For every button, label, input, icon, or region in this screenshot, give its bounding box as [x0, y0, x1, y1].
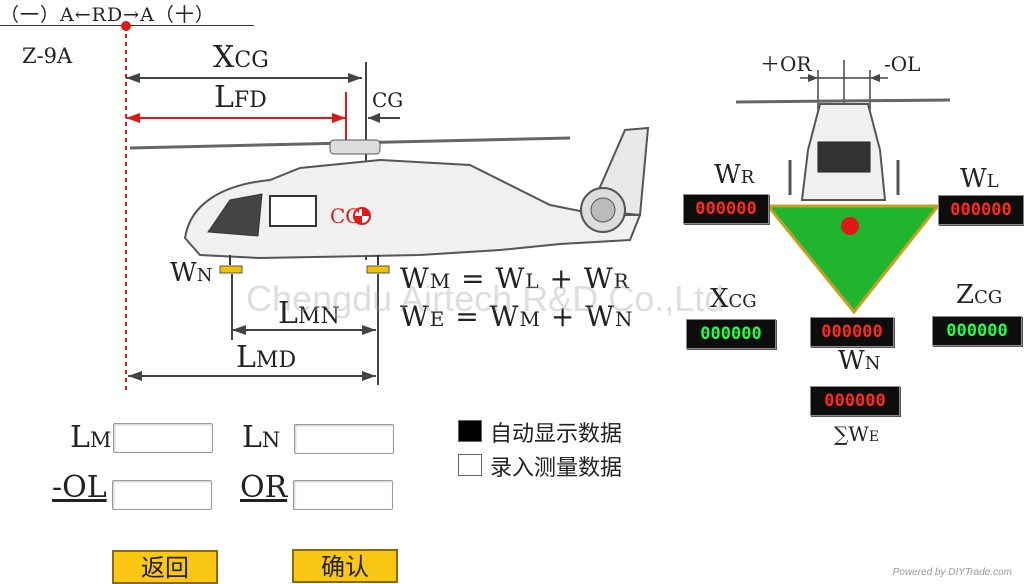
balance-triangle — [764, 204, 942, 315]
wl-value-display: 000000 — [938, 195, 1024, 225]
auto-display-label: 自动显示数据 — [490, 422, 623, 447]
watermark: Chengdu Airtech R&D Co.,Ltd — [246, 278, 725, 319]
minus-ol-input[interactable] — [112, 480, 212, 510]
lmn-label: LMN — [278, 296, 340, 331]
wn-top-value-display: 000000 — [810, 317, 894, 347]
wr-label: WR — [714, 160, 755, 190]
lfd-label: LFD — [214, 80, 267, 115]
minus-ol-label: -OL — [884, 52, 921, 76]
side-view-diagram — [121, 21, 650, 390]
cg-ball — [841, 217, 859, 235]
lm-input[interactable] — [113, 423, 213, 453]
auto-display-toggle[interactable] — [458, 420, 482, 442]
manual-entry-label: 录入测量数据 — [490, 456, 623, 481]
minus-ol-input-label: -OL — [52, 470, 107, 505]
wn-side-label: WN — [170, 258, 213, 288]
wn-front-label: WN — [838, 346, 881, 376]
zcg-label: ZCG — [956, 280, 1003, 310]
datum-point — [121, 21, 131, 31]
xcg-label: XCG — [213, 40, 269, 75]
fuselage — [183, 158, 642, 260]
zcg-value-display: 000000 — [932, 316, 1022, 346]
formula-we: WE = WM + WN — [400, 300, 634, 333]
model-label: Z-9A — [22, 44, 73, 68]
front-rotor — [735, 98, 951, 104]
xcg-front-label: XCG — [710, 284, 757, 314]
xcg-value-display: 000000 — [686, 319, 776, 349]
front-view-diagram — [735, 60, 951, 315]
or-input[interactable] — [293, 480, 393, 510]
lmd-label: LMD — [236, 340, 297, 375]
cg-body-label: CG — [330, 204, 362, 228]
wr-value-display: 000000 — [683, 194, 769, 224]
main-gear-pad — [366, 265, 390, 274]
wl-label: WL — [960, 164, 999, 194]
footer-watermark: Powered by DIYTrade.com — [892, 567, 1012, 578]
wn-value-display: 000000 — [810, 386, 900, 416]
formula-wm: WM = WL + WR — [400, 262, 630, 295]
back-button[interactable]: 返回 — [112, 550, 218, 584]
direction-header: （一）A←RD→A（十） — [0, 4, 215, 26]
lm-input-label: LM — [70, 420, 112, 455]
sum-we-label: ∑WE — [834, 422, 880, 446]
nose-gear-pad — [219, 265, 243, 274]
plus-or-label: ＋OR — [760, 52, 812, 76]
ln-input-label: LN — [242, 420, 281, 455]
confirm-button[interactable]: 确认 — [292, 549, 398, 583]
manual-entry-toggle[interactable] — [458, 454, 482, 476]
or-input-label: OR — [240, 470, 288, 505]
ln-input[interactable] — [294, 424, 394, 454]
cg-marker-label: CG — [372, 88, 404, 112]
